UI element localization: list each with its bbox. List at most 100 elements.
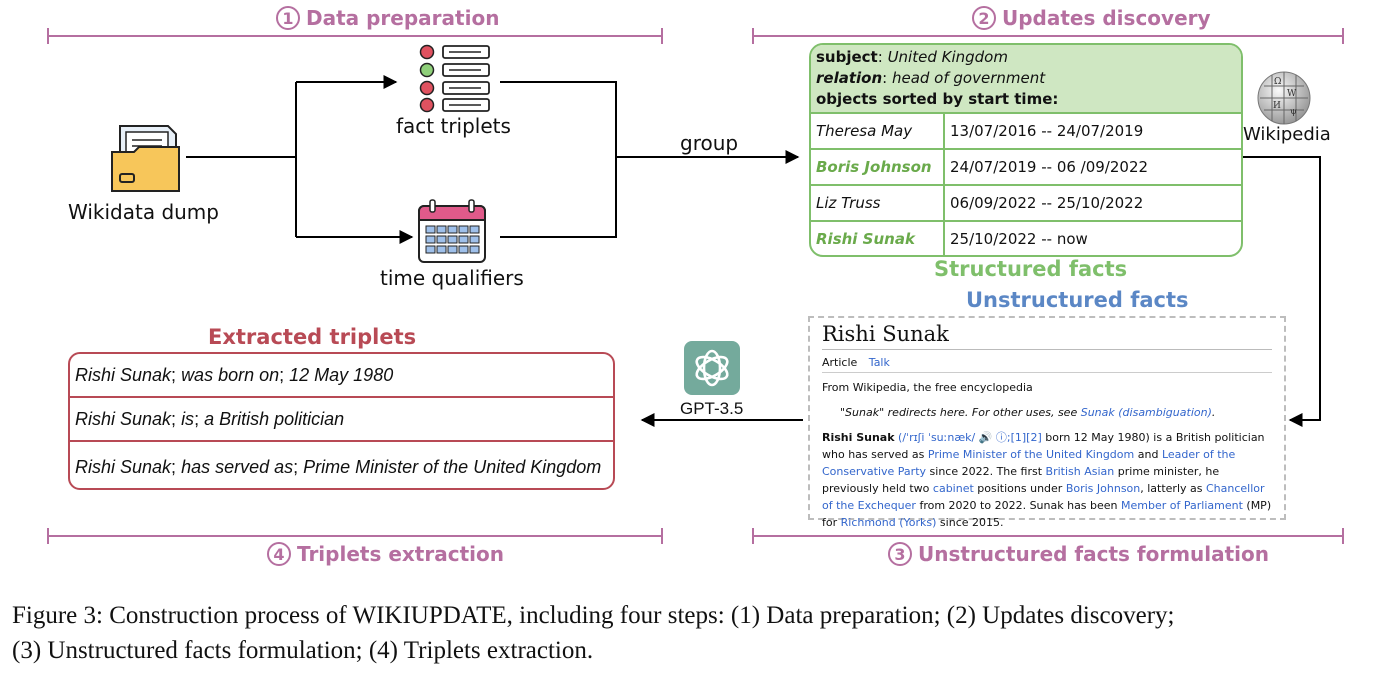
article-subject: Rishi Sunak bbox=[822, 431, 895, 444]
extracted-triplets-box: Rishi Sunak; was born on; 12 May 1980 Ri… bbox=[68, 352, 615, 490]
triplet-relation: has served as bbox=[181, 456, 294, 477]
fact-list-icon bbox=[419, 44, 490, 113]
step-3-number: 3 bbox=[888, 542, 912, 566]
object-name: Rishi Sunak bbox=[811, 220, 945, 255]
table-row: Liz Truss 06/09/2022 -- 25/10/2022 bbox=[811, 184, 1241, 221]
svg-text:ψ: ψ bbox=[1290, 107, 1297, 117]
triplet-relation: is bbox=[181, 408, 195, 429]
pronunciation[interactable]: (/ˈrɪʃi ˈsuːnæk/ 🔊 ⓘ;[1][2] bbox=[898, 431, 1042, 444]
step-4-number: 4 bbox=[267, 542, 291, 566]
step-3-label: Unstructured facts formulation bbox=[918, 542, 1270, 566]
table-row: Rishi Sunak 25/10/2022 -- now bbox=[811, 220, 1241, 255]
object-name: Theresa May bbox=[811, 112, 945, 149]
tab-talk[interactable]: Talk bbox=[868, 356, 890, 369]
paragraph-text: born 12 May 1980) is a British politicia… bbox=[822, 431, 1265, 461]
step-4-heading: 4 Triplets extraction bbox=[267, 542, 504, 566]
pm-link[interactable]: Prime Minister of the United Kingdom bbox=[927, 448, 1135, 461]
wikipedia-article-box: Rishi Sunak Article Talk From Wikipedia,… bbox=[808, 316, 1286, 529]
connector-lines bbox=[186, 75, 1321, 427]
object-range: 24/07/2019 -- 06 /09/2022 bbox=[944, 148, 1241, 185]
dataset-name: WIKIUPDATE bbox=[352, 602, 507, 629]
subject-value: United Kingdom bbox=[887, 48, 1008, 66]
step-3-heading: 3 Unstructured facts formulation bbox=[888, 542, 1269, 566]
triplet-subject: Rishi Sunak bbox=[75, 456, 172, 477]
svg-text:И: И bbox=[1273, 101, 1281, 111]
figure-caption: Figure 3: Construction process of WIKIUP… bbox=[12, 598, 1387, 668]
step-2-number: 2 bbox=[972, 6, 996, 30]
step-2-label: Updates discovery bbox=[1002, 6, 1211, 30]
triplet-object: Prime Minister of the United Kingdom bbox=[303, 456, 602, 477]
table-row: Boris Johnson 24/07/2019 -- 06 /09/2022 bbox=[811, 148, 1241, 185]
triplet-object: a British politician bbox=[204, 408, 345, 429]
step-1-bracket bbox=[47, 28, 663, 44]
triplet-subject: Rishi Sunak bbox=[75, 408, 172, 429]
caption-text: Figure 3: Construction process of bbox=[12, 602, 353, 629]
step-1-heading: 1 Data preparation bbox=[276, 6, 499, 30]
wikidata-dump-label: Wikidata dump bbox=[68, 200, 219, 224]
objects-table: Theresa May 13/07/2016 -- 24/07/2019 Bor… bbox=[811, 112, 1241, 255]
redirect-end: . bbox=[1211, 406, 1216, 419]
article-title: Rishi Sunak bbox=[822, 322, 1272, 350]
step-1-number: 1 bbox=[276, 6, 300, 30]
relation-key: relation bbox=[816, 69, 883, 87]
richmond-link[interactable]: Richmond (Yorks) bbox=[840, 516, 937, 529]
step-2-heading: 2 Updates discovery bbox=[972, 6, 1211, 30]
group-label: group bbox=[680, 131, 739, 155]
table-row: Theresa May 13/07/2016 -- 24/07/2019 bbox=[811, 112, 1241, 149]
cabinet-link[interactable]: cabinet bbox=[932, 482, 974, 495]
gpt-label: GPT-3.5 bbox=[680, 399, 744, 418]
caption-text: , including four steps: (1) Data prepara… bbox=[506, 602, 1175, 629]
svg-text:Ω: Ω bbox=[1274, 77, 1281, 87]
mp-link[interactable]: Member of Parliament bbox=[1121, 499, 1243, 512]
relation-value: head of government bbox=[891, 69, 1046, 87]
structured-facts-header: subject: United Kingdom relation: head o… bbox=[811, 45, 1241, 112]
openai-logo-icon bbox=[684, 341, 740, 395]
paragraph-text: , latterly as bbox=[1140, 482, 1206, 495]
paragraph-text: (MP) for bbox=[822, 499, 1272, 529]
british-asian-link[interactable]: British Asian bbox=[1045, 465, 1115, 478]
redirect-text: "Sunak" redirects here. For other uses, … bbox=[840, 406, 1081, 419]
triplet-row: Rishi Sunak; is; a British politician bbox=[70, 396, 613, 440]
paragraph-text: since 2015. bbox=[936, 516, 1004, 529]
disambiguation-link[interactable]: Sunak (disambiguation) bbox=[1080, 406, 1212, 419]
extracted-triplets-title: Extracted triplets bbox=[208, 325, 417, 349]
triplet-object: 12 May 1980 bbox=[289, 364, 394, 385]
step-1-label: Data preparation bbox=[306, 6, 500, 30]
folder-icon bbox=[111, 125, 180, 192]
paragraph-text: prime minister, he previously held two bbox=[822, 465, 1220, 495]
article-source-note: From Wikipedia, the free encyclopedia bbox=[822, 381, 1033, 394]
triplet-relation: was born on bbox=[181, 364, 280, 385]
wikipedia-label: Wikipedia bbox=[1243, 124, 1331, 145]
boris-johnson-link[interactable]: Boris Johnson bbox=[1065, 482, 1141, 495]
object-range: 25/10/2022 -- now bbox=[944, 220, 1241, 255]
chancellor-link[interactable]: Chancellor of the Exchequer bbox=[822, 482, 1265, 512]
calendar-icon bbox=[418, 199, 486, 263]
conservative-leader-link[interactable]: Leader of the Conservative Party bbox=[822, 448, 1236, 478]
article-tabs: Article Talk bbox=[822, 356, 1272, 373]
paragraph-text: and bbox=[1134, 448, 1162, 461]
object-range: 06/09/2022 -- 25/10/2022 bbox=[944, 184, 1241, 221]
triplet-subject: Rishi Sunak bbox=[75, 364, 172, 385]
structured-facts-box: subject: United Kingdom relation: head o… bbox=[809, 43, 1243, 257]
step-3-bracket bbox=[752, 528, 1344, 544]
fact-triplets-label: fact triplets bbox=[396, 114, 511, 138]
subject-key: subject bbox=[816, 48, 878, 66]
tab-article[interactable]: Article bbox=[822, 356, 858, 369]
paragraph-text: since 2022. The first bbox=[926, 465, 1046, 478]
redirect-note: "Sunak" redirects here. For other uses, … bbox=[822, 406, 1272, 419]
structured-facts-title: Structured facts bbox=[934, 257, 1128, 281]
svg-text:W: W bbox=[1287, 89, 1297, 99]
object-name: Boris Johnson bbox=[811, 148, 945, 185]
triplet-row: Rishi Sunak; was born on; 12 May 1980 bbox=[75, 364, 394, 385]
paragraph-text: from 2020 to 2022. Sunak has been bbox=[915, 499, 1122, 512]
triplet-row: Rishi Sunak; has served as; Prime Minist… bbox=[70, 440, 613, 488]
caption-line-2: (3) Unstructured facts formulation; (4) … bbox=[12, 637, 594, 664]
caption-line-1: Figure 3: Construction process of WIKIUP… bbox=[12, 598, 1387, 633]
paragraph-text: positions under bbox=[973, 482, 1066, 495]
unstructured-facts-title: Unstructured facts bbox=[966, 288, 1189, 312]
object-name: Liz Truss bbox=[811, 184, 945, 221]
article-paragraph: Rishi Sunak (/ˈrɪʃi ˈsuːnæk/ 🔊 ⓘ;[1][2] … bbox=[822, 429, 1272, 531]
step-4-bracket bbox=[47, 528, 663, 544]
time-qualifiers-label: time qualifiers bbox=[380, 266, 524, 290]
